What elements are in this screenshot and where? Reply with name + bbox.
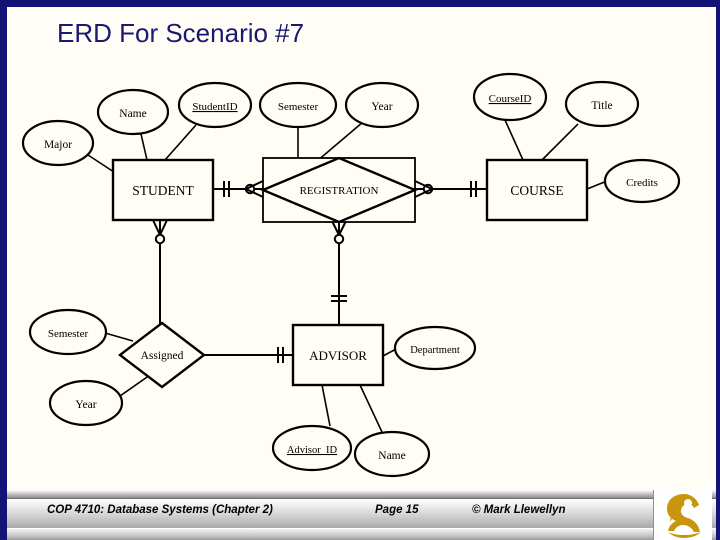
entity-advisor[interactable]: ADVISOR	[291, 323, 385, 387]
line-name2-advisor	[359, 384, 383, 433]
ucf-pegasus-logo	[653, 490, 712, 540]
attribute-course-credits[interactable]: Credits	[603, 158, 681, 204]
footer-bar-main	[7, 499, 716, 529]
attribute-course-credits-label: Credits	[626, 177, 658, 189]
attribute-course-id[interactable]: CourseID	[472, 72, 548, 122]
footer-bar-bottom	[7, 528, 716, 540]
attribute-course-title-label: Title	[591, 100, 612, 112]
relationship-assigned-label: Assigned	[141, 350, 184, 362]
attribute-registration-semester-label: Semester	[278, 101, 319, 113]
attribute-registration-year-label: Year	[371, 101, 392, 113]
slide-border-right	[716, 0, 720, 540]
connector-student-registration	[213, 180, 264, 198]
attribute-student-major-label: Major	[44, 139, 72, 151]
slide-border-left	[0, 0, 7, 540]
attribute-student-major[interactable]: Major	[21, 119, 95, 167]
attribute-student-name-label: Name	[119, 108, 146, 120]
attribute-connector-lines	[87, 119, 608, 433]
relationship-registration[interactable]: REGISTRATION	[259, 156, 419, 224]
connector-student-assigned	[152, 219, 168, 330]
attribute-assigned-semester[interactable]: Semester	[28, 308, 108, 356]
attribute-course-title[interactable]: Title	[564, 80, 640, 128]
footer-bar-top	[7, 490, 716, 499]
attribute-advisor-name[interactable]: Name	[353, 430, 431, 478]
entity-advisor-label: ADVISOR	[309, 348, 367, 363]
line-studentid-student	[164, 124, 197, 161]
attribute-student-id-label: StudentID	[192, 101, 237, 113]
slide-footer: COP 4710: Database Systems (Chapter 2) P…	[7, 490, 716, 540]
footer-page-number: Page 15	[375, 504, 419, 516]
erd-diagram: STUDENT COURSE ADVISOR REGISTRATION Assi…	[21, 72, 681, 478]
page-title: ERD For Scenario #7	[57, 18, 305, 48]
connector-registration-course	[414, 180, 487, 198]
attribute-advisor-name-label: Name	[378, 450, 405, 462]
relationship-assigned[interactable]: Assigned	[118, 321, 206, 389]
line-courseid-course	[504, 119, 524, 161]
entity-course[interactable]: COURSE	[485, 158, 589, 222]
attribute-registration-year[interactable]: Year	[344, 81, 420, 129]
line-advisorid-advisor	[321, 384, 331, 427]
attribute-advisor-department-label: Department	[410, 345, 460, 356]
connector-registration-advisor	[331, 220, 347, 325]
attribute-assigned-year[interactable]: Year	[48, 379, 124, 427]
relationship-registration-label: REGISTRATION	[300, 185, 379, 197]
entity-student[interactable]: STUDENT	[111, 158, 215, 222]
attribute-advisor-department[interactable]: Department	[393, 325, 477, 371]
footer-copyright: © Mark Llewellyn	[472, 504, 566, 516]
attribute-course-id-label: CourseID	[489, 93, 532, 105]
line-credits-course	[586, 180, 608, 190]
attribute-student-name[interactable]: Name	[96, 88, 170, 136]
line-name-student	[140, 133, 148, 161]
slide-border-top	[0, 0, 720, 7]
attribute-registration-semester[interactable]: Semester	[258, 81, 338, 129]
line-asgyear-assigned	[119, 374, 151, 397]
attribute-student-id[interactable]: StudentID	[177, 81, 253, 129]
entity-student-label: STUDENT	[132, 183, 194, 198]
attribute-assigned-semester-label: Semester	[48, 328, 89, 340]
line-title-course	[539, 123, 579, 163]
attribute-advisor-id-label: Advisor_ID	[287, 445, 338, 456]
footer-course-text: COP 4710: Database Systems (Chapter 2)	[47, 504, 273, 516]
line-asgsemester-assigned	[104, 332, 134, 342]
entity-course-label: COURSE	[510, 183, 563, 198]
attribute-assigned-year-label: Year	[75, 399, 96, 411]
connector-assigned-advisor	[204, 347, 293, 363]
attribute-advisor-id[interactable]: Advisor_ID	[271, 424, 353, 472]
